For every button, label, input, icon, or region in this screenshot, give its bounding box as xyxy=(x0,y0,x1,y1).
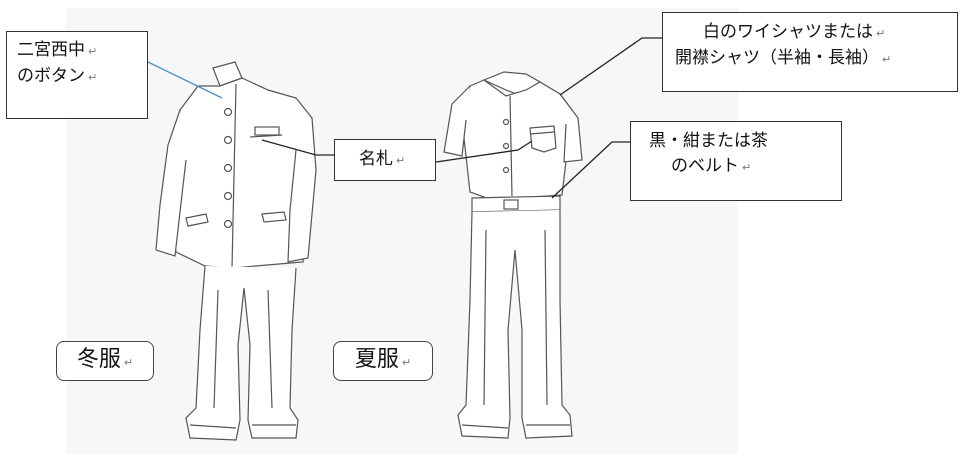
summer-uniform-label: 夏服 xyxy=(354,347,399,372)
summer-uniform xyxy=(443,71,583,439)
summer-uniform-tag: 夏服↵ xyxy=(333,341,433,381)
return-mark: ↵ xyxy=(876,27,886,40)
belt-callout: 黒・紺または茶 のベルト↵ xyxy=(630,121,842,201)
return-mark: ↵ xyxy=(88,45,98,58)
return-mark: ↵ xyxy=(88,71,98,84)
name-tag-label: 名札 xyxy=(359,149,393,169)
name-tag-callout: 名札↵ xyxy=(334,139,436,181)
summer-name-tag xyxy=(529,125,557,153)
jacket-button xyxy=(223,219,233,229)
button-callout-line-2: のボタン xyxy=(17,66,85,86)
name-tag-leader-winter xyxy=(261,139,334,156)
winter-name-tag xyxy=(254,126,280,136)
button-leader-line xyxy=(147,61,223,99)
jacket-button xyxy=(223,163,233,173)
name-tag-leader-summer xyxy=(435,140,533,163)
return-mark: ↵ xyxy=(401,356,412,369)
winter-uniform-label: 冬服 xyxy=(76,347,121,372)
belt-leader-line xyxy=(551,141,630,199)
shirt-callout-line-2: 開襟シャツ（半袖・長袖） xyxy=(675,48,879,68)
shirt-callout-line-1: 白のワイシャツまたは xyxy=(703,22,873,42)
jacket-button xyxy=(223,191,233,201)
return-mark: ↵ xyxy=(123,356,134,369)
shirt-leader-line xyxy=(559,37,662,96)
return-mark: ↵ xyxy=(882,53,892,66)
return-mark: ↵ xyxy=(742,161,752,174)
button-callout-line-1: 二宮西中 xyxy=(17,40,85,60)
winter-uniform xyxy=(155,61,317,441)
return-mark: ↵ xyxy=(396,154,406,167)
jacket-button xyxy=(223,135,233,145)
leader-lines xyxy=(147,37,662,199)
jacket-button xyxy=(223,107,233,117)
shirt-callout: 白のワイシャツまたは↵ 開襟シャツ（半袖・長袖）↵ xyxy=(662,12,958,92)
winter-uniform-tag: 冬服↵ xyxy=(56,341,154,381)
button-callout: 二宮西中↵ のボタン↵ xyxy=(6,31,148,119)
belt-callout-line-1: 黒・紺または茶 xyxy=(649,131,768,151)
belt-callout-line-2: のベルト xyxy=(671,156,739,176)
